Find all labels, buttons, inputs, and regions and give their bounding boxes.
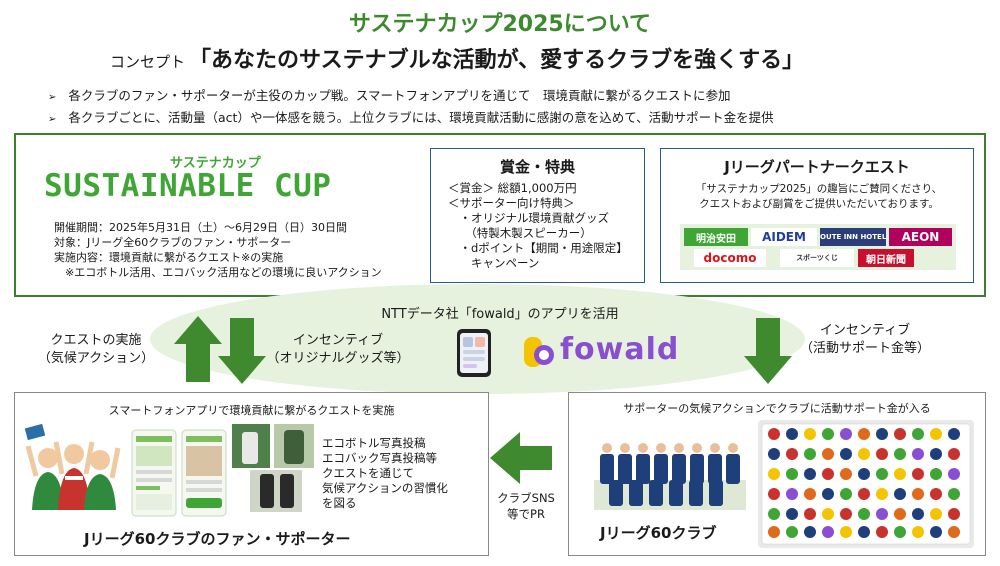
info-line: 対象：Jリーグ全60クラブのファン・サポーター — [54, 236, 292, 249]
cup-logo-kana: サステナカップ — [170, 156, 261, 171]
fowald-logo-text: fowald — [560, 332, 680, 367]
page-title: サステナカップ2025について — [348, 12, 652, 37]
prize-title: 賞金・特典 — [499, 158, 575, 176]
concept-label: コンセプト — [110, 53, 186, 71]
partner-quest-box — [660, 148, 974, 283]
logo-aeon: AEON — [889, 228, 952, 246]
prize-line: ＜サポーター向け特典＞ — [448, 196, 575, 210]
prize-box — [430, 148, 645, 283]
partner-description: 「サステナカップ2025」の趣旨にご賛同くださり、 クエストおよび副賞をご提供い… — [674, 182, 964, 212]
post-line: クエストを通じて — [322, 466, 414, 480]
partner-title: Jリーグパートナークエスト — [724, 158, 910, 176]
prize-line: ・オリジナル環境貢献グッズ — [448, 211, 609, 225]
partner-desc-line: 「サステナカップ2025」の趣旨にご賛同くださり、 — [695, 183, 943, 195]
down-arrow-icon — [218, 318, 266, 384]
app-screens-image — [130, 428, 228, 518]
incentive-support-line: （活動サポート金等） — [799, 341, 930, 356]
arrow-bullet-icon: ➢ — [48, 92, 57, 103]
arrow-bullet-icon: ➢ — [48, 114, 57, 125]
bullet-item: ➢ 各クラブのファン・サポーターが主役のカップ戦。スマートフォンアプリを通じて 環… — [48, 86, 774, 108]
fowald-mark-icon — [522, 335, 558, 369]
clubs-caption: サポーターの気候アクションでクラブに活動サポート金が入る — [623, 402, 931, 415]
down-arrow-icon — [744, 318, 792, 384]
logo-docomo: docomo — [694, 249, 766, 267]
fans-title: Jリーグ60クラブのファン・サポーター — [84, 530, 351, 548]
prize-line: キャンペーン — [448, 256, 540, 270]
bullet-text: 各クラブごとに、活動量（act）や一体感を競う。上位クラブには、環境貢献活動に感… — [68, 110, 774, 125]
club-emblems-grid — [758, 420, 974, 548]
prize-line: ＜賞金＞ 総額1,000万円 — [448, 181, 577, 195]
smartphone-icon — [455, 328, 495, 378]
incentive-goods-label: インセンティブ （オリジナルグッズ等） — [258, 332, 418, 368]
left-arrow-icon — [490, 432, 552, 484]
post-line: エコバック写真投稿等 — [322, 451, 437, 465]
post-line: 気候アクションの習慣化 — [322, 481, 448, 495]
info-line: ※エコボトル活用、エコバック活用などの環境に良いアクション — [54, 266, 382, 279]
up-arrow-icon — [174, 316, 222, 382]
cup-logo: SUSTAINABLE CUP — [44, 168, 332, 204]
quest-label-line: クエストの実施 — [50, 333, 142, 348]
app-title: NTTデータ社「fowald」のアプリを活用 — [381, 307, 619, 322]
eco-bottle-photos — [232, 424, 314, 512]
cup-info: 開催期間：2025年5月31日（土）～6月29日（日）30日間 対象：Jリーグ全… — [54, 220, 382, 280]
supporters-illustration — [22, 420, 122, 516]
sns-label-line: 等でPR — [507, 507, 545, 521]
info-line: 実施内容：環境貢献に繋がるクエスト※の実施 — [54, 251, 284, 264]
sns-label: クラブSNS 等でPR — [486, 490, 566, 522]
logo-route-inn: ROUTE INN HOTELS — [820, 228, 886, 246]
post-line: エコボトル写真投稿 — [322, 436, 426, 450]
prize-details: ＜賞金＞ 総額1,000万円 ＜サポーター向け特典＞ ・オリジナル環境貢献グッズ… — [448, 181, 628, 271]
partner-desc-line: クエストおよび副賞をご提供いただいております。 — [699, 198, 939, 210]
logo-aidem: AIDEM — [751, 228, 817, 246]
bullet-text: 各クラブのファン・サポーターが主役のカップ戦。スマートフォンアプリを通じて 環境… — [68, 88, 731, 103]
sns-label-line: クラブSNS — [497, 491, 555, 505]
bullet-item: ➢ 各クラブごとに、活動量（act）や一体感を競う。上位クラブには、環境貢献活動に… — [48, 108, 774, 130]
incentive-support-line: インセンティブ — [819, 323, 911, 338]
incentive-goods-line: （オリジナルグッズ等） — [266, 351, 410, 366]
overview-bullets: ➢ 各クラブのファン・サポーターが主役のカップ戦。スマートフォンアプリを通じて 環… — [48, 86, 774, 130]
clubs-title: Jリーグ60クラブ — [600, 524, 717, 542]
info-line: 開催期間：2025年5月31日（土）～6月29日（日）30日間 — [54, 221, 347, 234]
fans-caption: スマートフォンアプリで環境貢献に繋がるクエストを実施 — [108, 404, 395, 417]
logo-sports-kuji: スポーツくじ — [780, 249, 854, 267]
team-photo — [594, 420, 746, 510]
prize-line: ・dポイント【期間・用途限定】 — [448, 241, 628, 255]
incentive-support-label: インセンティブ （活動サポート金等） — [790, 322, 940, 358]
partner-logos: 明治安田 AIDEM ROUTE INN HOTELS AEON docomo … — [680, 224, 956, 270]
post-line: を図る — [322, 496, 357, 510]
quest-label-line: （気候アクション） — [37, 351, 155, 366]
concept-text: 「あなたのサステナブルな活動が、愛するクラブを強くする」 — [189, 48, 805, 73]
prize-line: （特製木製スピーカー） — [448, 226, 592, 240]
quest-label: クエストの実施 （気候アクション） — [26, 332, 166, 368]
post-examples: エコボトル写真投稿 エコバック写真投稿等 クエストを通じて 気候アクションの習慣… — [322, 436, 448, 511]
logo-asahi-shimbun: 朝日新聞 — [858, 249, 914, 267]
incentive-goods-line: インセンティブ — [292, 333, 384, 348]
concept-row: コンセプト 「あなたのサステナブルな活動が、愛するクラブを強くする」 — [110, 42, 804, 74]
logo-meiji-yasuda: 明治安田 — [684, 228, 748, 246]
